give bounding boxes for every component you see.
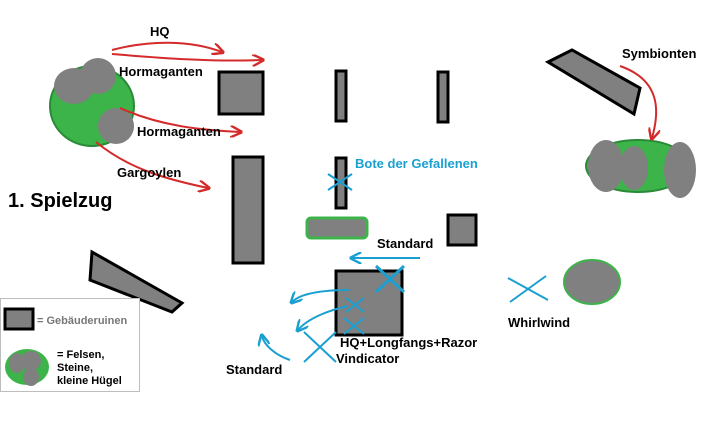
legend-ruin-swatch [3,307,35,331]
legend: = Gebäuderuinen = Felsen, Steine, kleine… [0,298,140,392]
legend-rock-swatch [5,349,49,386]
label-standard-1: Standard [377,236,434,251]
legend-ruins-text: = Gebäuderuinen [37,315,128,327]
right-hill [585,139,696,198]
label-hq-longfangs: HQ+Longfangs+Razor [340,335,478,350]
green-barrier [305,216,369,240]
marine-moves [262,173,549,363]
small-rock [563,259,621,305]
label-vindicator: Vindicator [336,351,400,366]
label-spielzug: 1. Spielzug [8,190,113,212]
left-hill [49,58,135,147]
legend-rocks-text: = Felsen, Steine, kleine Hügel [57,349,122,387]
label-bote: Bote der Gefallenen [355,156,478,171]
label-hormaganten-1: Hormaganten [119,64,203,79]
label-whirlwind: Whirlwind [508,315,571,330]
label-symbionten: Symbionten [622,46,697,61]
label-hormaganten-2: Hormaganten [137,124,221,139]
label-gargoylen: Gargoylen [117,165,182,180]
label-hq: HQ [150,24,170,39]
ruins [88,48,642,337]
tyranid-moves [95,41,656,188]
label-standard-2: Standard [226,362,283,377]
legend-swatches [3,307,49,386]
